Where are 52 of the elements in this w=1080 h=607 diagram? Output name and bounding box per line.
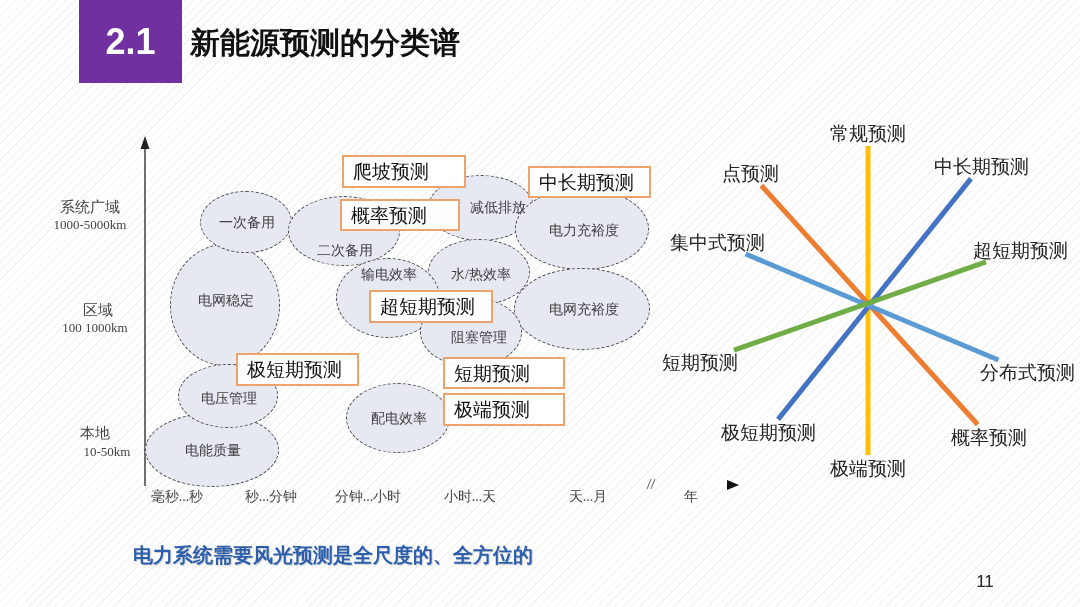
category-label: 电网充裕度 — [549, 301, 619, 319]
category-ellipse — [145, 413, 279, 487]
category-label: 电网稳定 — [198, 292, 254, 310]
axis-label: 系统广域 — [60, 198, 120, 216]
category-label: 电力充裕度 — [549, 222, 619, 240]
axis-label: 年 — [684, 488, 698, 506]
axis-label: 天...月 — [568, 488, 608, 506]
slide-title: 新能源预测的分类谱 — [190, 25, 460, 61]
category-label: 二次备用 — [317, 242, 373, 260]
spoke-label: 常规预测 — [830, 121, 906, 145]
forecast-tag: 极端预测 — [443, 393, 565, 426]
forecast-tag: 概率预测 — [340, 199, 460, 231]
category-ellipse — [514, 268, 650, 350]
forecast-tag: 短期预测 — [443, 357, 565, 389]
axis-label: 小时...天 — [443, 488, 497, 506]
category-label: 电能质量 — [185, 442, 241, 460]
category-ellipse — [346, 383, 450, 453]
spoke-line — [865, 145, 871, 456]
category-label: 阻塞管理 — [451, 329, 507, 347]
spoke-line — [744, 251, 1000, 363]
spoke-label: 集中式预测 — [669, 230, 765, 254]
category-label: 一次备用 — [219, 214, 275, 232]
category-label: 减低排放 — [470, 199, 526, 217]
spoke-label: 点预测 — [721, 161, 779, 185]
spoke-line — [733, 259, 987, 353]
spoke-label: 中长期预测 — [933, 154, 1029, 178]
axis-label: 秒...分钟 — [244, 488, 298, 506]
spoke-label: 概率预测 — [951, 425, 1027, 449]
spoke-label: 超短期预测 — [972, 238, 1068, 262]
axis-label: 1000-5000km — [53, 217, 127, 233]
forecast-tag: 爬坡预测 — [342, 155, 466, 188]
forecast-tag: 中长期预测 — [528, 166, 651, 198]
axis-label: 100 1000km — [62, 320, 128, 336]
category-label: 水/热效率 — [451, 266, 511, 284]
category-label: 输电效率 — [361, 266, 417, 284]
axis-label: 10-50km — [83, 444, 131, 460]
category-label: 电压管理 — [201, 390, 257, 408]
spoke-label: 极短期预测 — [720, 420, 816, 444]
category-ellipse — [200, 191, 292, 253]
spoke-label: 分布式预测 — [979, 360, 1075, 384]
slide-caption: 电力系统需要风光预测是全尺度的、全方位的 — [133, 543, 533, 567]
spoke-label: 极端预测 — [830, 456, 906, 480]
axis-label: 区域 — [83, 301, 113, 319]
spoke-label: 短期预测 — [662, 350, 738, 374]
axis-label: 分钟...小时 — [334, 488, 402, 506]
category-label: 配电效率 — [371, 410, 427, 428]
axis-label: 毫秒...秒 — [150, 488, 204, 506]
axis-label: 本地 — [80, 424, 110, 442]
section-number: 2.1 — [105, 21, 156, 62]
forecast-tag: 极短期预测 — [236, 353, 359, 386]
page-number: 11 — [976, 571, 994, 593]
forecast-tag: 超短期预测 — [369, 290, 493, 323]
